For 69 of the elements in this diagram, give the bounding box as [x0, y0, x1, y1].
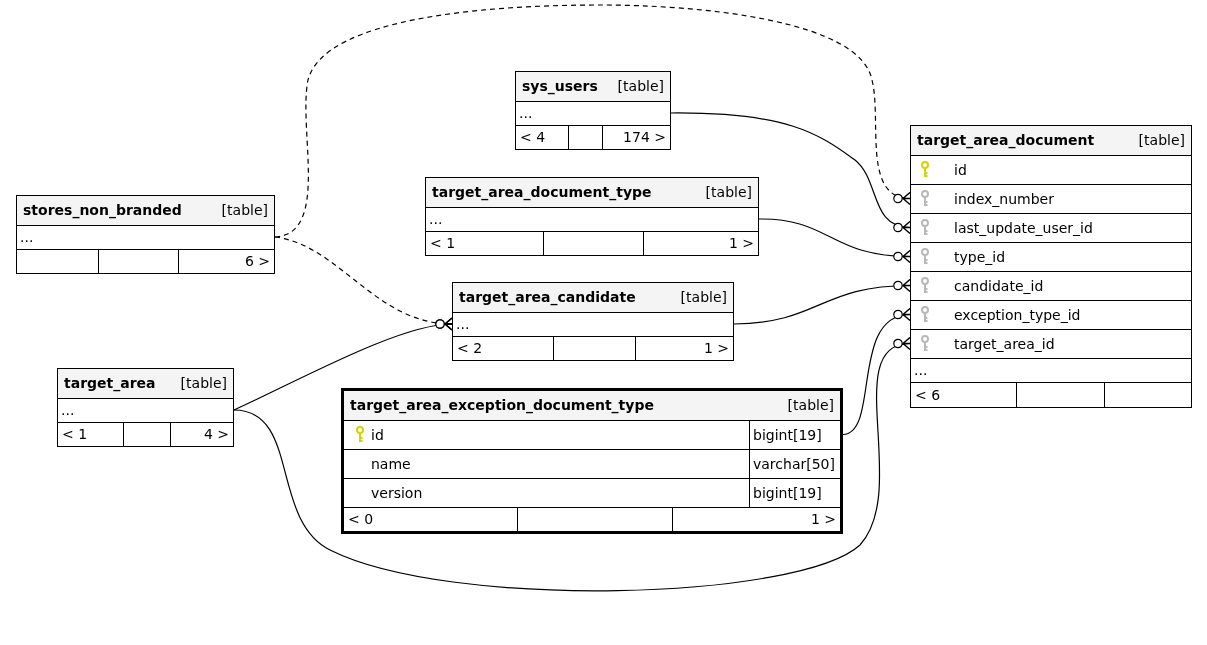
table-type: [table] [1138, 131, 1185, 150]
column-name: index_number [954, 189, 1054, 209]
table-box [910, 125, 1192, 408]
table-box [515, 71, 671, 150]
relationship-line [842, 307, 912, 436]
column-name: name [371, 454, 411, 474]
table-box [16, 195, 275, 274]
column-type: varchar[50] [749, 450, 835, 478]
table-row [344, 449, 840, 478]
row-count: < 0 [347, 510, 375, 529]
table-footer [17, 249, 274, 273]
table-name: target_area [64, 374, 156, 394]
column-name: ... [456, 315, 470, 334]
column-name: version [371, 483, 423, 503]
table-name: target_area_candidate [459, 288, 636, 308]
table-row [344, 478, 840, 507]
row-count: 1 > [727, 234, 755, 253]
table-name: target_area_document [917, 131, 1095, 151]
table-type: [table] [787, 396, 834, 415]
column-name: exception_type_id [954, 305, 1081, 325]
column-name: ... [519, 104, 533, 123]
table-box [452, 282, 734, 361]
column-name: id [371, 425, 384, 445]
row-count: < 6 [914, 385, 942, 405]
column-name: candidate_id [954, 276, 1044, 296]
table-type: [table] [705, 183, 752, 202]
column-type: bigint[19] [749, 421, 822, 449]
relationship-line [670, 112, 912, 235]
column-name: target_area_id [954, 334, 1055, 354]
table-footer [516, 125, 670, 149]
column-name: ... [429, 210, 443, 229]
column-name: id [954, 160, 967, 180]
table-type: [table] [617, 77, 664, 96]
relationship-line [758, 218, 911, 264]
column-name: type_id [954, 247, 1006, 267]
table-name: sys_users [522, 77, 598, 97]
column-name: ... [20, 228, 34, 247]
table-name: target_area_document_type [432, 183, 652, 203]
table-footer [426, 231, 758, 255]
table-box [341, 388, 843, 534]
table-type: [table] [680, 288, 727, 307]
row-count: 4 > [202, 425, 230, 444]
relationship-line [233, 336, 912, 592]
table-box [425, 177, 759, 256]
table-box [57, 368, 234, 447]
column-name: ... [61, 401, 75, 420]
table-type: [table] [180, 374, 227, 393]
table-footer [58, 422, 233, 446]
table-name: stores_non_branded [23, 201, 182, 221]
table-name: target_area_exception_document_type [350, 396, 654, 416]
row-count: 1 > [809, 510, 837, 529]
row-count: 6 > [243, 252, 271, 271]
table-row [344, 420, 840, 449]
relationship-line [733, 278, 911, 325]
row-count: < 1 [61, 425, 89, 444]
table-footer [344, 507, 840, 531]
relationship-line [233, 317, 454, 411]
table-footer [453, 336, 733, 360]
row-count: < 4 [519, 128, 547, 147]
row-count: < 1 [429, 234, 457, 253]
table-type: [table] [221, 201, 268, 220]
row-count: 1 > [702, 339, 730, 358]
column-type: bigint[19] [749, 479, 822, 507]
row-count: 174 > [622, 128, 667, 147]
row-count: < 2 [456, 339, 484, 358]
column-name: last_update_user_id [954, 218, 1093, 238]
dashed-relationship-line [274, 4, 912, 238]
column-name: ... [914, 361, 928, 380]
table-footer [911, 382, 1191, 407]
